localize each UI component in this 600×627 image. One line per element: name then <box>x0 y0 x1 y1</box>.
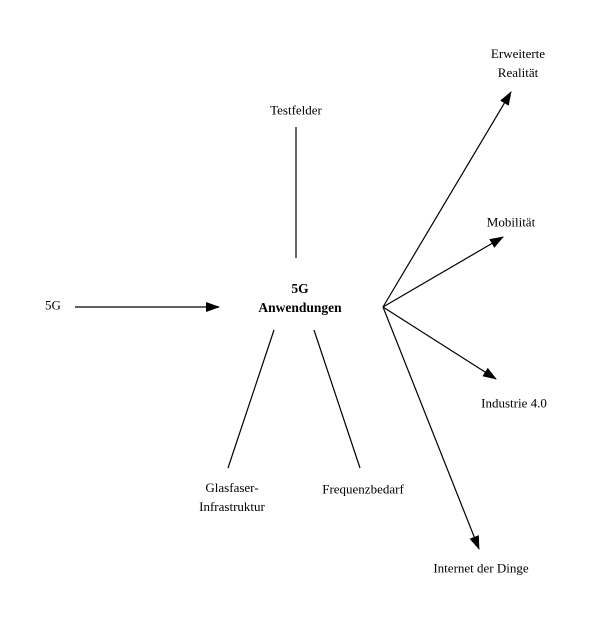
edge-glasfaser <box>227 329 275 469</box>
input-node-5g: 5G <box>45 296 61 315</box>
edge-to-internet-der-dinge <box>382 306 480 550</box>
node-mobilitaet: Mobilität <box>487 213 535 232</box>
industrie-label: Industrie 4.0 <box>481 395 547 411</box>
input-label: 5G <box>45 297 61 313</box>
testfelder-label: Testfelder <box>270 102 322 118</box>
node-frequenzbedarf: Frequenzbedarf <box>322 480 404 499</box>
node-erweiterte-realitaet: Erweiterte Realität <box>491 44 545 82</box>
internet-der-dinge-label: Internet der Dinge <box>433 560 529 576</box>
edge-to-erweiterte-realitaet <box>382 91 512 308</box>
glasfaser-line-1: Glasfaser- <box>205 480 259 495</box>
frequenzbedarf-label: Frequenzbedarf <box>322 481 404 497</box>
edge-to-industrie <box>382 306 497 380</box>
erweiterte-line-2: Realität <box>497 65 539 80</box>
mobilitaet-label: Mobilität <box>486 214 536 230</box>
center-line-2: Anwendungen <box>258 300 342 315</box>
edge-frequenzbedarf <box>313 329 361 469</box>
center-line-1: 5G <box>291 281 309 296</box>
node-testfelder: Testfelder <box>270 101 322 120</box>
node-internet-der-dinge: Internet der Dinge <box>433 559 528 578</box>
center-node: 5G Anwendungen <box>258 279 341 317</box>
node-industrie-4-0: Industrie 4.0 <box>481 394 547 413</box>
edge-to-mobilitaet <box>382 236 504 308</box>
glasfaser-line-2: Infrastruktur <box>199 499 265 514</box>
erweiterte-line-1: Erweiterte <box>490 46 546 61</box>
node-glasfaser-infrastruktur: Glasfaser- Infrastruktur <box>199 478 265 516</box>
